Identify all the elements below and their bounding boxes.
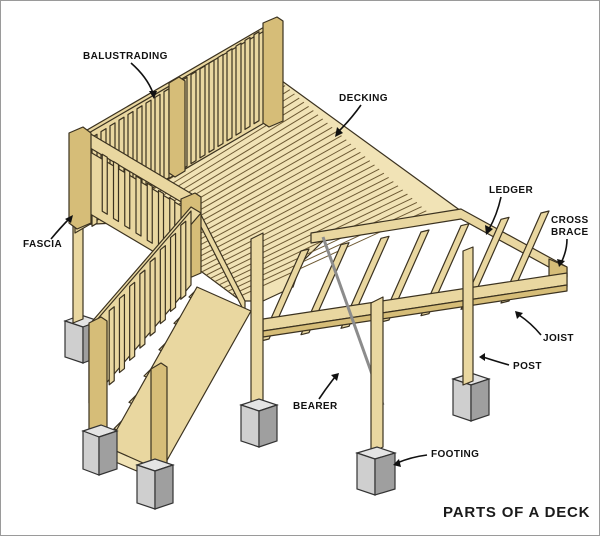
- baluster: [114, 162, 119, 222]
- bearer-beam: [263, 273, 567, 331]
- label-post: POST: [479, 353, 542, 372]
- baluster: [209, 60, 214, 152]
- label-fascia: FASCIA: [23, 215, 73, 250]
- footing-label: FOOTING: [431, 449, 479, 460]
- balustrading-label: BALUSTRADING: [83, 51, 168, 62]
- joist-label: JOIST: [543, 333, 574, 344]
- fascia-label: FASCIA: [23, 239, 62, 250]
- post: [371, 297, 383, 453]
- baluster: [200, 66, 205, 158]
- baluster: [227, 49, 232, 141]
- baluster: [254, 32, 259, 124]
- label-cross-brace: CROSS BRACE: [551, 215, 589, 267]
- diagram-title: PARTS OF A DECK: [443, 504, 590, 521]
- label-footing: FOOTING: [393, 449, 479, 467]
- baluster: [119, 295, 124, 373]
- baluster: [150, 258, 155, 336]
- baluster: [147, 183, 152, 243]
- footing-front-mid: [241, 399, 277, 447]
- baluster: [102, 154, 107, 214]
- cross-brace-label-line2: BRACE: [551, 227, 589, 238]
- baluster: [181, 221, 186, 299]
- post: [251, 233, 263, 411]
- baluster: [136, 176, 141, 236]
- baluster: [164, 89, 169, 181]
- baluster: [109, 307, 114, 385]
- ledger-label: LEDGER: [489, 185, 533, 196]
- label-bearer: BEARER: [293, 373, 339, 412]
- baluster: [191, 72, 196, 164]
- baluster: [171, 233, 176, 311]
- footing-stair-right: [137, 459, 173, 509]
- post: [463, 247, 473, 385]
- baluster: [236, 43, 241, 135]
- baluster: [160, 246, 165, 324]
- bearer-label: BEARER: [293, 401, 338, 412]
- baluster: [130, 282, 135, 360]
- footing-front-right: [357, 447, 395, 495]
- decking-label: DECKING: [339, 93, 388, 104]
- post-label: POST: [513, 361, 542, 372]
- baluster: [218, 55, 223, 147]
- baluster: [125, 169, 130, 229]
- baluster: [245, 37, 250, 129]
- cross-brace-label-line1: CROSS: [551, 215, 589, 226]
- label-joist: JOIST: [515, 311, 574, 344]
- label-balustrading: BALUSTRADING: [83, 51, 168, 99]
- footing-stair-left: [83, 425, 117, 475]
- baluster: [140, 270, 145, 348]
